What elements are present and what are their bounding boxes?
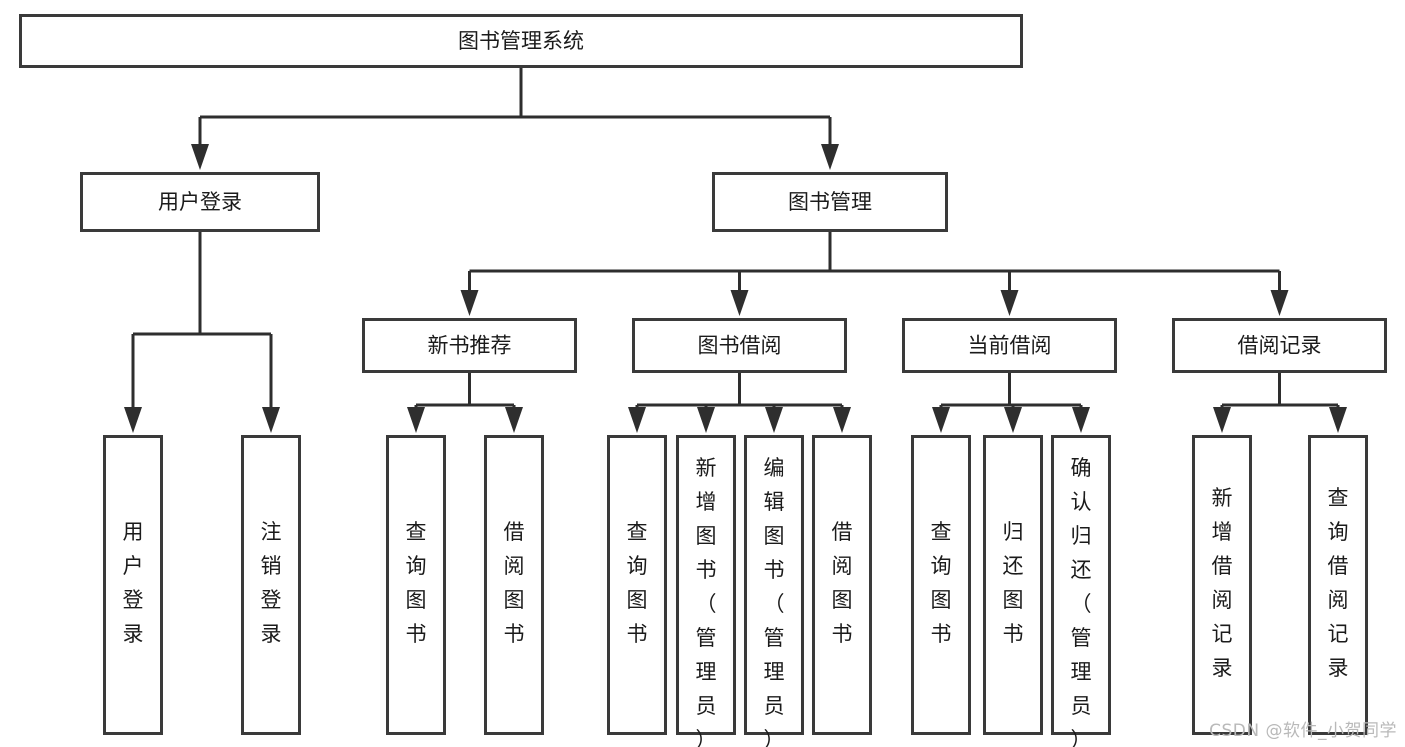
node-box [1051, 435, 1111, 735]
nodes-layer: 图书管理系统用户登录图书管理新书推荐图书借阅当前借阅借阅记录用户登录注销登录查询… [19, 14, 1387, 747]
node-leaf-user-logout[interactable]: 注销登录 [241, 435, 301, 735]
arrow-head-icon [191, 144, 209, 170]
node-box [1172, 318, 1387, 373]
node-box [241, 435, 301, 735]
connector-group [191, 68, 839, 170]
node-root[interactable]: 图书管理系统 [19, 14, 1023, 68]
node-box [911, 435, 971, 735]
arrow-head-icon [505, 407, 523, 433]
arrow-head-icon [124, 407, 142, 433]
node-label: 借阅记录 [1238, 334, 1322, 358]
node-label: 用户登录 [158, 190, 242, 214]
arrow-head-icon [628, 407, 646, 433]
node-box [607, 435, 667, 735]
arrow-head-icon [262, 407, 280, 433]
node-current-borrow[interactable]: 当前借阅 [902, 318, 1117, 373]
arrow-head-icon [407, 407, 425, 433]
node-box [744, 435, 804, 735]
connector-group [124, 232, 280, 433]
node-box [902, 318, 1117, 373]
node-box [103, 435, 163, 735]
node-label: 查询借阅记录 [1328, 486, 1349, 680]
arrow-head-icon [1329, 407, 1347, 433]
node-leaf-query-book-1[interactable]: 查询图书 [386, 435, 446, 735]
node-label: 图书管理系统 [458, 29, 584, 53]
node-label: 新书推荐 [428, 334, 512, 358]
node-box [362, 318, 577, 373]
node-leaf-confirm-return[interactable]: 确认归还（管理员） [1051, 435, 1111, 747]
connectors-layer [124, 68, 1347, 433]
node-box [676, 435, 736, 735]
connector-group [407, 373, 523, 433]
node-label: 编辑图书（管理员） [764, 456, 785, 747]
connector-group [628, 373, 851, 433]
node-book-manage[interactable]: 图书管理 [712, 172, 948, 232]
node-borrow-record[interactable]: 借阅记录 [1172, 318, 1387, 373]
arrow-head-icon [1072, 407, 1090, 433]
arrow-head-icon [1000, 290, 1019, 316]
node-book-borrow[interactable]: 图书借阅 [632, 318, 847, 373]
node-box [484, 435, 544, 735]
node-leaf-add-record[interactable]: 新增借阅记录 [1192, 435, 1252, 735]
node-label: 查询图书 [931, 520, 952, 646]
arrow-head-icon [730, 290, 749, 316]
arrow-head-icon [1004, 407, 1022, 433]
arrow-head-icon [821, 144, 839, 170]
node-box [386, 435, 446, 735]
node-label: 查询图书 [627, 520, 648, 646]
node-label: 图书借阅 [698, 334, 782, 358]
arrow-head-icon [932, 407, 950, 433]
node-label: 新增借阅记录 [1212, 486, 1233, 680]
node-leaf-query-record[interactable]: 查询借阅记录 [1308, 435, 1368, 735]
connector-group [932, 373, 1090, 433]
connector-group [1213, 373, 1347, 433]
node-box [632, 318, 847, 373]
node-box [1308, 435, 1368, 735]
node-leaf-add-book[interactable]: 新增图书（管理员） [676, 435, 736, 747]
node-box [1192, 435, 1252, 735]
node-leaf-query-book-2[interactable]: 查询图书 [607, 435, 667, 735]
csdn-watermark: CSDN @软件_小贺同学 [1209, 721, 1397, 741]
node-box [812, 435, 872, 735]
node-label: 确认归还（管理员） [1071, 456, 1092, 747]
arrow-head-icon [1213, 407, 1231, 433]
node-label: 借阅图书 [832, 520, 853, 646]
arrow-head-icon [697, 407, 715, 433]
node-leaf-query-book-3[interactable]: 查询图书 [911, 435, 971, 735]
arrow-head-icon [833, 407, 851, 433]
node-user-login[interactable]: 用户登录 [80, 172, 320, 232]
node-label: 查询图书 [406, 520, 427, 646]
node-box [712, 172, 948, 232]
node-label: 用户登录 [123, 520, 144, 646]
arrow-head-icon [460, 290, 479, 316]
node-leaf-user-login[interactable]: 用户登录 [103, 435, 163, 735]
node-label: 当前借阅 [968, 334, 1052, 358]
node-leaf-edit-book[interactable]: 编辑图书（管理员） [744, 435, 804, 747]
node-label: 新增图书（管理员） [696, 456, 717, 747]
node-leaf-borrow-book-2[interactable]: 借阅图书 [812, 435, 872, 735]
node-box [19, 14, 1023, 68]
node-label: 借阅图书 [504, 520, 525, 646]
node-box [983, 435, 1043, 735]
arrow-head-icon [765, 407, 783, 433]
node-label: 注销登录 [261, 520, 282, 646]
node-leaf-return-book[interactable]: 归还图书 [983, 435, 1043, 735]
node-box [80, 172, 320, 232]
connector-group [460, 232, 1289, 316]
node-leaf-borrow-book-1[interactable]: 借阅图书 [484, 435, 544, 735]
node-label: 图书管理 [788, 190, 872, 214]
arrow-head-icon [1270, 290, 1289, 316]
node-label: 归还图书 [1003, 520, 1024, 646]
node-new-book-rec[interactable]: 新书推荐 [362, 318, 577, 373]
